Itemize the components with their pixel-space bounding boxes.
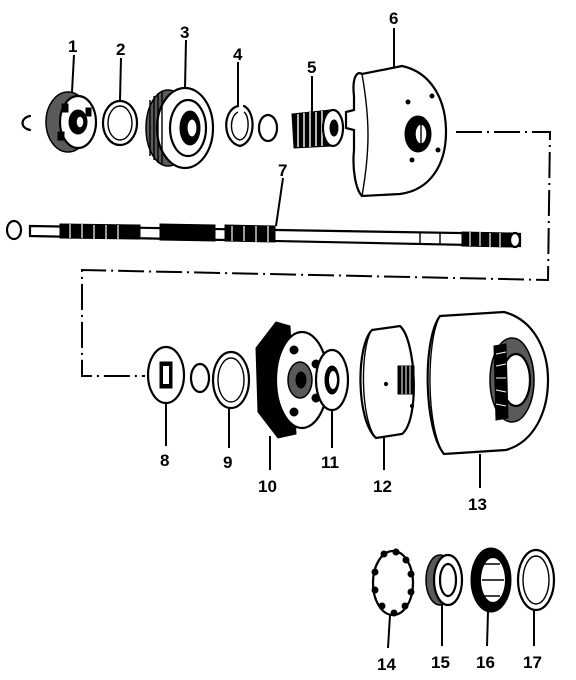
callout-13: 13 bbox=[468, 495, 487, 514]
part-8-thrust-washer bbox=[146, 345, 186, 405]
callout-17: 17 bbox=[523, 653, 542, 672]
snap-ring-left bbox=[21, 114, 32, 132]
callout-14: 14 bbox=[377, 655, 396, 674]
part-11-washer bbox=[314, 348, 350, 412]
part-12-sun-gear-drum bbox=[359, 324, 415, 440]
part-15-bearing-race bbox=[425, 553, 464, 607]
part-4-snap-ring bbox=[225, 104, 254, 148]
o-ring-middle bbox=[189, 362, 211, 394]
callout-9: 9 bbox=[223, 453, 232, 472]
o-ring-small bbox=[257, 113, 279, 143]
part-13-reaction-drum bbox=[426, 310, 550, 456]
shaft-snap-ring bbox=[5, 219, 23, 241]
callout-16: 16 bbox=[476, 653, 495, 672]
part-7-main-shaft bbox=[28, 223, 522, 249]
part-2-ring bbox=[101, 99, 139, 147]
part-5-splined-sleeve bbox=[291, 108, 345, 149]
part-3-gear-drum bbox=[145, 86, 215, 170]
part-9-ring bbox=[211, 350, 251, 410]
callout-6: 6 bbox=[389, 9, 398, 28]
part-17-thin-ring bbox=[516, 548, 556, 612]
callout-12: 12 bbox=[373, 477, 392, 496]
callout-11: 11 bbox=[321, 453, 339, 472]
part-1-bearing-hub bbox=[45, 91, 98, 153]
part-14-needle-bearing bbox=[371, 548, 415, 617]
assembly-connector-line bbox=[81, 131, 552, 377]
callout-4: 4 bbox=[233, 45, 243, 64]
callout-10: 10 bbox=[258, 477, 277, 496]
part-16-splined-ring bbox=[470, 547, 512, 613]
callout-1: 1 bbox=[68, 37, 77, 56]
part-10-planetary-carrier bbox=[255, 321, 330, 439]
callout-15: 15 bbox=[431, 653, 450, 672]
part-6-clutch-drum bbox=[344, 64, 448, 198]
callout-2: 2 bbox=[116, 40, 125, 59]
leader-lines bbox=[71, 28, 535, 649]
callout-5: 5 bbox=[307, 58, 316, 77]
callout-3: 3 bbox=[180, 23, 189, 42]
callout-8: 8 bbox=[160, 451, 169, 470]
callout-7: 7 bbox=[278, 161, 287, 180]
callout-numbers: 1 2 3 4 5 6 7 8 9 10 11 12 13 14 15 16 1… bbox=[68, 9, 542, 674]
